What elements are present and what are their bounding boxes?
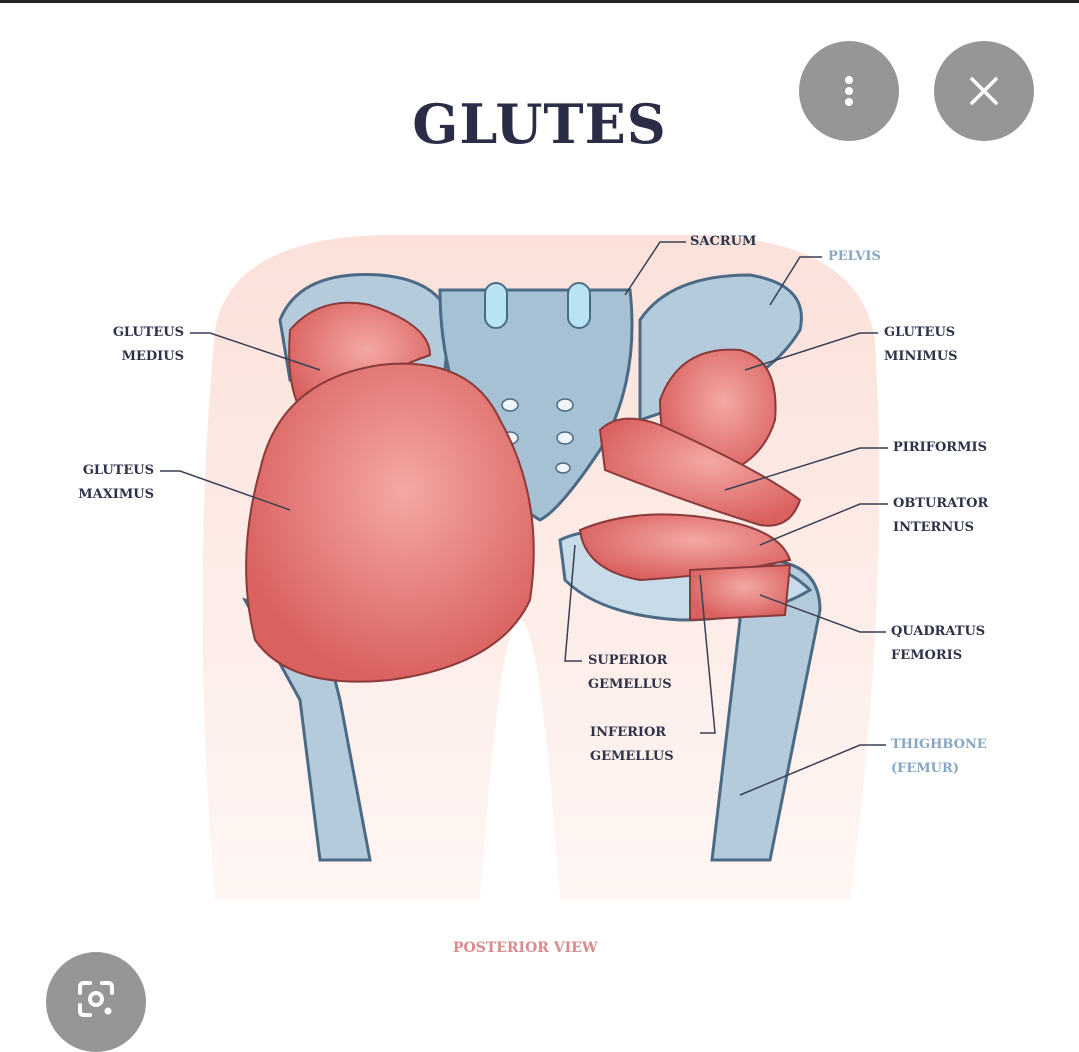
lens-search-icon [78,981,114,1017]
label-inferior-gemellus: INFERIOR GEMELLUS [590,725,674,764]
image-title: GLUTES [412,92,667,156]
status-bar-edge [0,0,1079,3]
lens-search-button[interactable] [46,952,146,1052]
quadratus-muscle [689,563,792,622]
close-button[interactable] [934,41,1034,141]
label-sacrum: SACRUM [690,234,757,249]
label-obturator-internus: OBTURATOR INTERNUS [893,496,989,535]
label-gluteus-minimus: GLUTEUS MINIMUS [884,325,958,364]
close-icon [970,77,998,105]
glutes-illustration [160,235,888,900]
label-pelvis: PELVIS [828,249,881,264]
obturator-muscle [578,513,792,582]
posterior-view-caption: POSTERIOR VIEW [453,940,598,956]
more-options-button[interactable] [799,41,899,141]
label-gluteus-maximus: GLUTEUS MAXIMUS [78,463,154,502]
label-superior-gemellus: SUPERIOR GEMELLUS [588,653,672,692]
vertical-dots-icon [845,76,853,106]
piriformis-muscle [598,417,802,527]
gluteus-maximus-muscle [245,362,535,683]
label-thighbone: THIGHBONE (FEMUR) [891,737,987,776]
label-quadratus-femoris: QUADRATUS FEMORIS [891,624,986,663]
label-gluteus-medius: GLUTEUS MEDIUS [112,325,184,364]
label-piriformis: PIRIFORMIS [893,440,987,455]
